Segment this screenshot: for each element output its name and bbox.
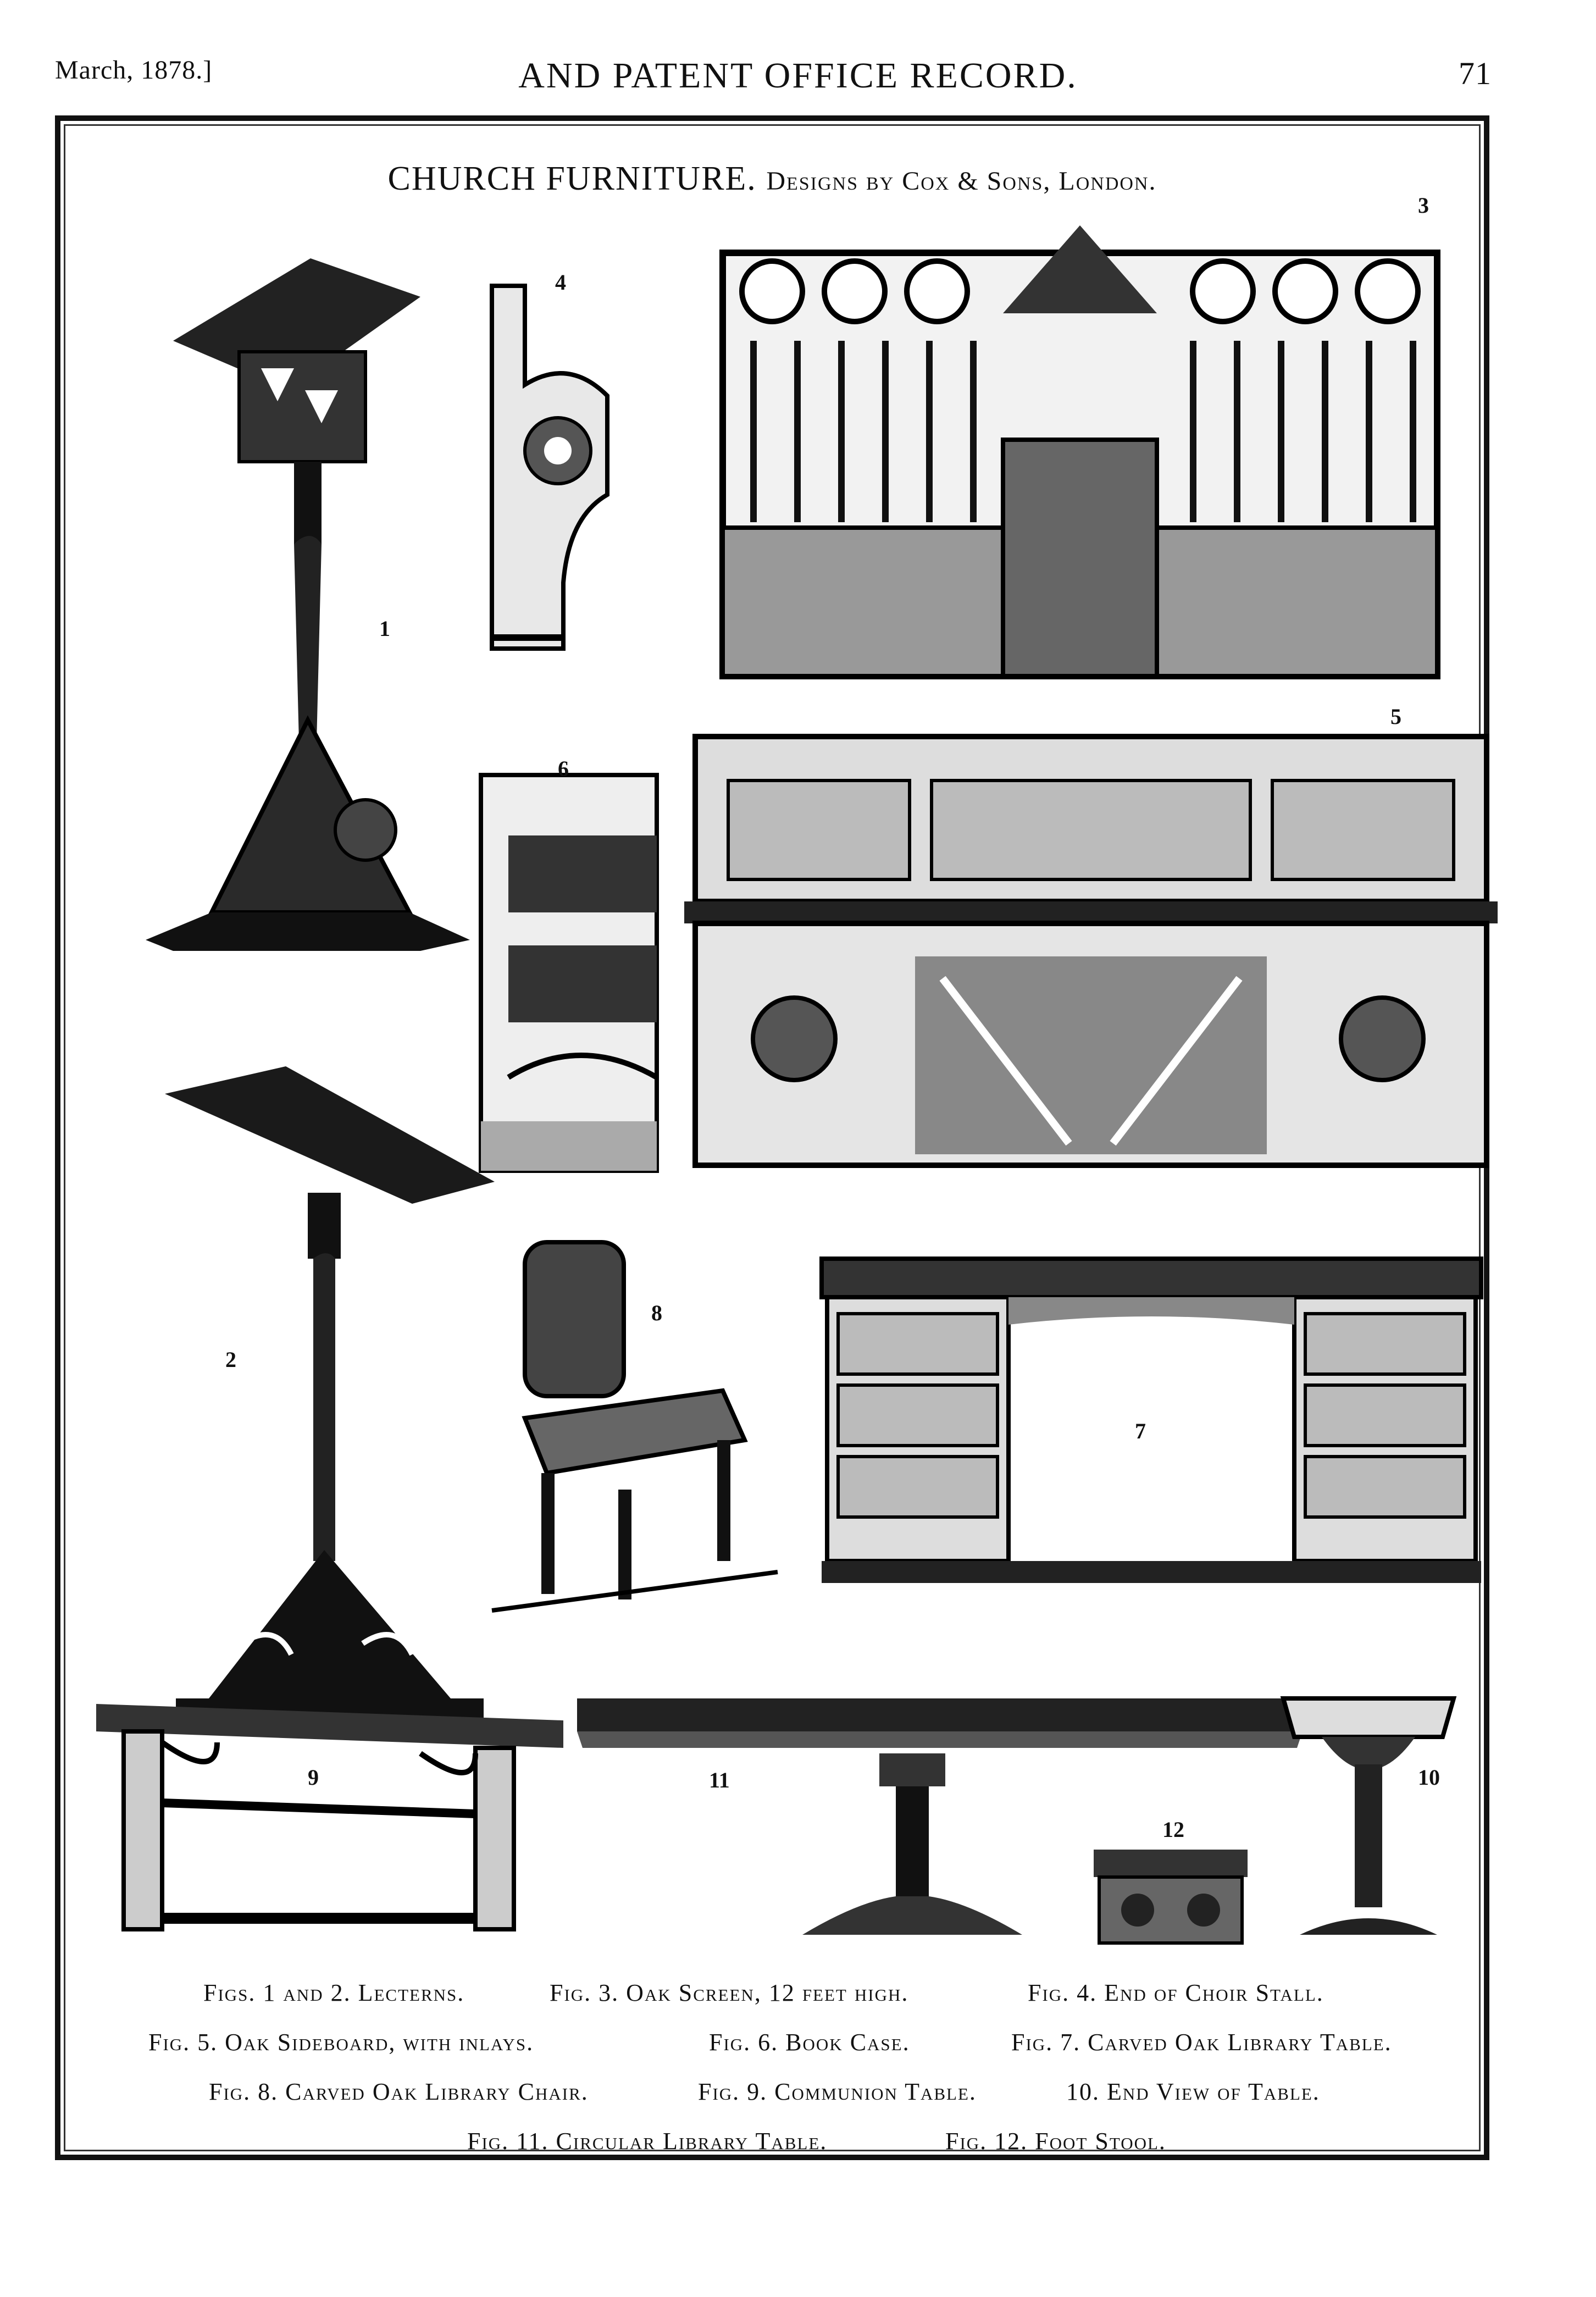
oak-screen-illustration (719, 225, 1440, 679)
figure-number-11: 11 (709, 1768, 730, 1792)
figure-number-6: 6 (558, 756, 569, 781)
library-chair-illustration (491, 1240, 778, 1613)
caption-fig-5: Fig. 5. Oak Sideboard, with inlays. (148, 2029, 534, 2056)
figure-number-4: 4 (555, 270, 566, 295)
figure-3-oak-screen (717, 203, 1443, 682)
figure-6-book-case (475, 770, 662, 1176)
plate-title: CHURCH FURNITURE. Designs by Cox & Sons,… (60, 159, 1484, 198)
issue-date: March, 1878.] (55, 56, 213, 85)
caption-fig-11: Fig. 11. Circular Library Table. (467, 2128, 828, 2155)
figure-number-9: 9 (308, 1765, 319, 1790)
plate-frame: CHURCH FURNITURE. Designs by Cox & Sons,… (55, 115, 1498, 2160)
caption-fig-4: Fig. 4. End of Choir Stall. (1028, 1979, 1324, 2006)
plate-subtitle: Designs by Cox & Sons, London. (766, 167, 1157, 196)
figure-12-foot-stool (1088, 1844, 1253, 1949)
figure-11-circular-library-table (572, 1693, 1308, 1946)
figure-number-10: 10 (1418, 1765, 1440, 1790)
caption-fig-12: Fig. 12. Foot Stool. (945, 2128, 1166, 2155)
figure-2-lectern (143, 1066, 517, 1737)
figure-4-choir-stall (481, 275, 662, 660)
figure-8-library-chair (481, 1231, 789, 1627)
figure-number-1: 1 (379, 616, 390, 641)
figure-10-end-view-table (1278, 1693, 1459, 1940)
lectern-2-illustration (165, 1066, 495, 1726)
figure-number-8: 8 (651, 1300, 662, 1325)
foot-stool-illustration (1094, 1850, 1248, 1945)
oak-sideboard-illustration (684, 734, 1498, 1168)
figure-number-7: 7 (1135, 1419, 1146, 1443)
caption-fig-9: Fig. 9. Communion Table. (698, 2078, 977, 2105)
figure-number-2: 2 (225, 1347, 236, 1372)
book-case-illustration (479, 773, 659, 1173)
library-table-illustration (819, 1257, 1483, 1583)
caption-fig-10: 10. End View of Table. (1066, 2078, 1320, 2105)
caption-fig-7: Fig. 7. Carved Oak Library Table. (1011, 2029, 1392, 2056)
running-head: AND PATENT OFFICE RECORD. (518, 56, 1078, 96)
figure-9-communion-table (91, 1698, 569, 1940)
caption-fig-8: Fig. 8. Carved Oak Library Chair. (209, 2078, 589, 2105)
caption-fig-6: Fig. 6. Book Case. (709, 2029, 910, 2056)
figure-number-12: 12 (1162, 1817, 1184, 1842)
figure-number-3: 3 (1418, 193, 1429, 218)
communion-table-illustration (96, 1704, 563, 1931)
end-view-table-illustration (1280, 1696, 1457, 1935)
figure-5-oak-sideboard (684, 704, 1498, 1187)
figure-number-5: 5 (1390, 704, 1401, 729)
lectern-1-illustration (146, 258, 470, 951)
plate-title-main: CHURCH FURNITURE. (387, 160, 757, 197)
page-number: 71 (1459, 56, 1492, 91)
caption-figs-1-2: Figs. 1 and 2. Lecterns. (203, 1979, 465, 2006)
circular-library-table-illustration (577, 1698, 1303, 1935)
figure-7-library-table (816, 1248, 1487, 1588)
figure-1-lectern (113, 225, 497, 1017)
caption-fig-3: Fig. 3. Oak Screen, 12 feet high. (550, 1979, 909, 2006)
choir-stall-illustration (490, 284, 609, 651)
